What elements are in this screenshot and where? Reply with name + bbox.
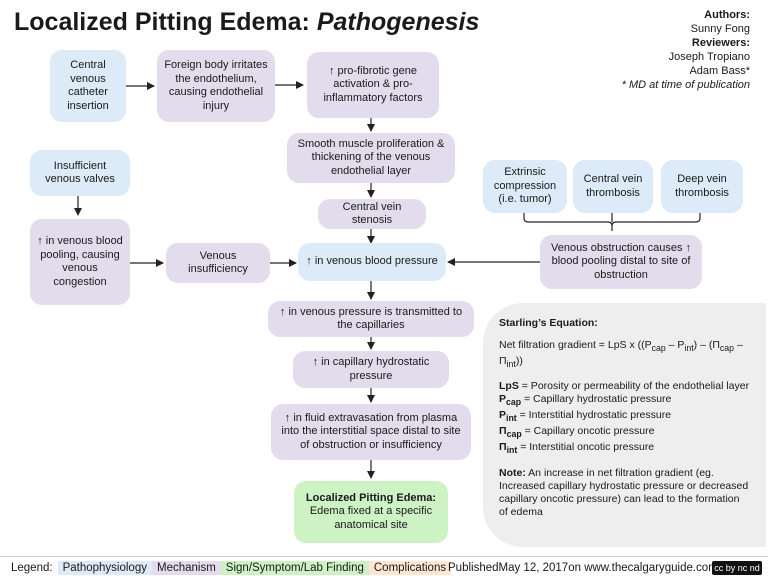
credits: Authors: Sunny Fong Reviewers: Joseph Tr… — [622, 8, 750, 92]
reviewers-label: Reviewers: — [691, 37, 750, 49]
picap-definition: Πcap = Capillary oncotic pressure — [499, 425, 655, 440]
footer-divider — [0, 556, 768, 557]
venous-pooling-box: ↑ in venous blood pooling, causing venou… — [30, 219, 130, 305]
piint-definition: Πint = Interstitial oncotic pressure — [499, 441, 655, 456]
smooth-muscle-box: Smooth muscle proliferation & thickening… — [287, 133, 455, 183]
legend-sign: Sign/Symptom/Lab Finding — [220, 561, 369, 575]
capillary-hydrostatic-box: ↑ in capillary hydrostatic pressure — [293, 351, 449, 388]
venous-obstruction-box: Venous obstruction causes ↑ blood poolin… — [540, 235, 702, 289]
insufficient-valves-box: Insufficient venous valves — [30, 150, 130, 196]
extrinsic-compression-box: Extrinsic compression (i.e. tumor) — [483, 160, 567, 213]
catheter-insertion-box: Central venous catheter insertion — [50, 50, 126, 122]
page-title: Localized Pitting Edema: Pathogenesis — [14, 8, 480, 36]
published-date: May 12, 2017 — [498, 562, 569, 574]
starling-equation-panel: Starling’s Equation: Net filtration grad… — [483, 303, 766, 547]
legend: Legend: Pathophysiology Mechanism Sign/S… — [6, 560, 452, 576]
edema-description: Edema fixed at a specific anatomical sit… — [309, 505, 433, 531]
fluid-extravasation-box: ↑ in fluid extravasation from plasma int… — [271, 404, 471, 460]
edema-title: Localized Pitting Edema: — [305, 491, 437, 504]
stenosis-box: Central vein stenosis — [318, 199, 426, 229]
reviewer-name: Adam Bass* — [689, 65, 750, 77]
legend-complications: Complications — [368, 561, 452, 575]
central-vein-thrombosis-box: Central vein thrombosis — [573, 160, 653, 213]
author-name: Sunny Fong — [690, 23, 750, 35]
legend-pathophysiology: Pathophysiology — [57, 561, 152, 575]
starling-equation: Net filtration gradient = LpS x ((Pcap –… — [499, 339, 743, 370]
creative-commons-icon: cc by nc nd — [712, 561, 762, 575]
localized-pitting-edema-box: Localized Pitting Edema: Edema fixed at … — [294, 481, 448, 543]
legend-label: Legend: — [11, 562, 53, 574]
published-info: Published May 12, 2017 on www.thecalgary… — [448, 562, 718, 574]
venous-pressure-box: ↑ in venous blood pressure — [298, 243, 446, 281]
pcap-definition: Pcap = Capillary hydrostatic pressure — [499, 393, 672, 408]
starling-heading: Starling’s Equation: — [499, 317, 598, 329]
legend-mechanism: Mechanism — [151, 561, 221, 575]
authors-label: Authors: — [704, 9, 750, 21]
pressure-transmitted-box: ↑ in venous pressure is transmitted to t… — [268, 301, 474, 337]
lps-definition: LpS = Porosity or permeability of the en… — [499, 380, 750, 393]
footnote: * MD at time of publication — [621, 79, 750, 91]
foreign-body-box: Foreign body irritates the endothelium, … — [157, 50, 275, 122]
reviewer-name: Joseph Tropiano — [668, 51, 750, 63]
profibrotic-box: ↑ pro-fibrotic gene activation & pro-inf… — [307, 52, 439, 118]
deep-vein-thrombosis-box: Deep vein thrombosis — [661, 160, 743, 213]
starling-note: Note: An increase in net filtration grad… — [499, 466, 749, 518]
venous-insufficiency-box: Venous insufficiency — [166, 243, 270, 283]
pint-definition: Pint = Interstitial hydrostatic pressure — [499, 409, 672, 424]
